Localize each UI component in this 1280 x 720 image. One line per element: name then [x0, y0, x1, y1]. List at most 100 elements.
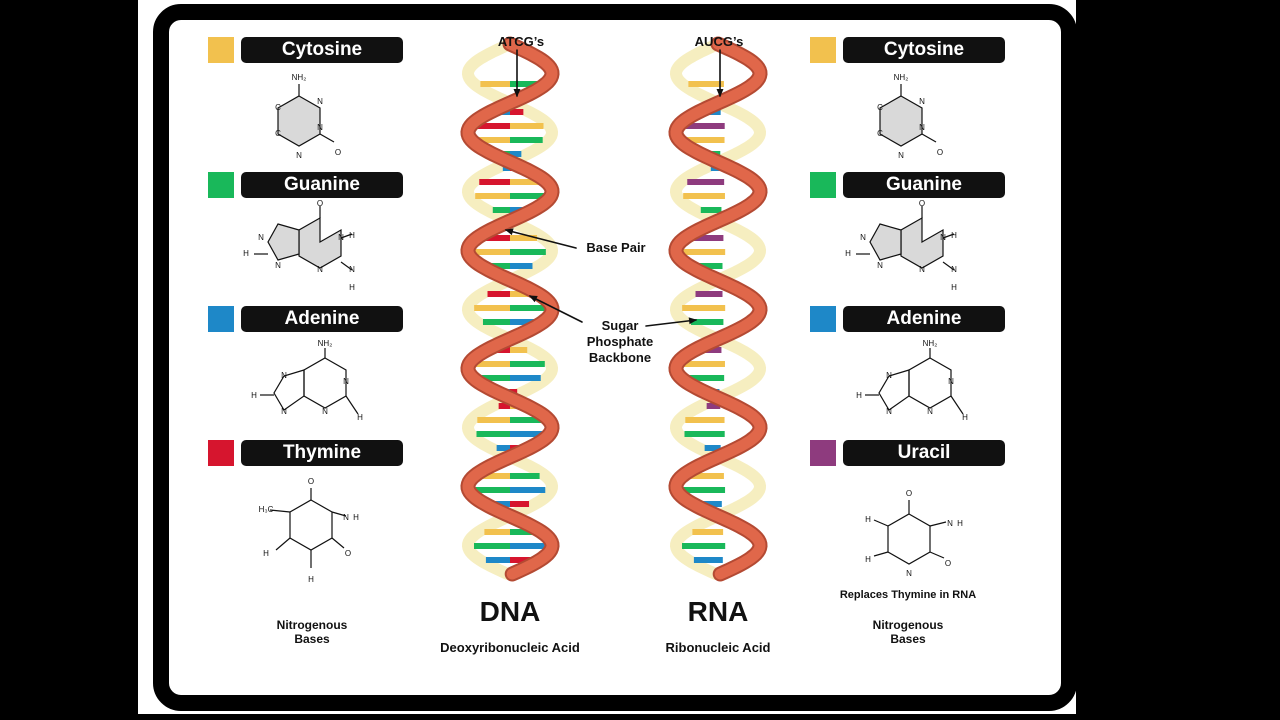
rna-front-strand	[670, 38, 766, 580]
uracil-structure	[873, 500, 947, 565]
dna-base-left	[474, 249, 510, 255]
backbone-label-line1: Sugar	[601, 318, 639, 333]
rna-base-stub	[718, 305, 726, 311]
atom-label: N	[338, 233, 344, 242]
rna-base-left	[684, 431, 718, 437]
uracil-note: Replaces Thymine in RNA	[839, 589, 977, 601]
dna-base-left	[484, 529, 510, 535]
adenine-structure-rna	[865, 348, 964, 415]
atom-label: H	[865, 515, 871, 524]
left-caption-line1: Nitrogenous	[276, 618, 348, 632]
atom-label: N	[296, 151, 302, 160]
rna-base-stub	[718, 123, 725, 129]
rna-base-stub	[718, 207, 722, 213]
guanine-swatch	[208, 172, 234, 198]
left-caption-line2: Bases	[294, 632, 330, 646]
dna-base-left	[480, 81, 510, 87]
dna-base-right	[510, 193, 545, 199]
cytosine-structure	[277, 84, 335, 147]
rna-base-stub	[718, 501, 722, 507]
dna-base-left	[479, 179, 510, 185]
dna-base-right	[510, 291, 533, 297]
atom-label: N	[258, 233, 264, 242]
dna-base-right	[510, 319, 538, 325]
atom-label: N	[322, 407, 328, 416]
rna-base-left	[690, 235, 718, 241]
atom-label: O	[945, 559, 951, 568]
atom-label: N	[281, 407, 287, 416]
atom-label: N	[317, 97, 323, 106]
rna-base-left	[683, 361, 718, 367]
atom-label: H	[951, 231, 957, 240]
atom-label: N	[281, 371, 287, 380]
dna-base-right	[510, 137, 543, 143]
dna-base-left	[482, 235, 510, 241]
dna-base-left	[477, 417, 510, 423]
atom-label: N	[919, 123, 925, 132]
atom-label: H	[962, 413, 968, 422]
rna-base-left	[687, 179, 718, 185]
dna-base-right	[510, 417, 543, 423]
dna-base-left	[477, 137, 510, 143]
rna-base-left	[693, 557, 718, 563]
atom-label: H	[865, 555, 871, 564]
rna-base-stub	[718, 543, 726, 549]
rna-base-left	[692, 529, 718, 535]
atom-label: NH₂	[894, 73, 909, 82]
cytosine-label-rna: Cytosine	[843, 37, 1005, 63]
rna-base-stub	[718, 151, 721, 157]
dna-base-right	[510, 249, 546, 255]
rna-base-left	[690, 319, 718, 325]
atom-label: N	[349, 265, 355, 274]
cytosine-label: Cytosine	[241, 37, 403, 63]
atom-label: N	[927, 407, 933, 416]
atom-label: H	[251, 391, 257, 400]
rna-base-stub	[718, 137, 725, 143]
atom-label: H	[263, 549, 269, 558]
atom-label: N	[343, 377, 349, 386]
adenine-structure	[260, 348, 359, 415]
rna-base-stub	[718, 431, 725, 437]
rna-base-left	[682, 487, 718, 493]
thymine-swatch	[208, 440, 234, 466]
rna-subtitle: Ribonucleic Acid	[665, 640, 771, 655]
rna-back-strand	[669, 38, 767, 580]
dna-base-right	[510, 151, 522, 157]
dna-top-label: ATCG’s	[497, 34, 545, 49]
base-pair-arrow-head	[504, 228, 514, 236]
atom-label: N	[898, 151, 904, 160]
dna-base-left	[492, 207, 510, 213]
dna-base-right	[510, 543, 546, 549]
dna-base-left	[476, 123, 510, 129]
atom-label: C	[877, 129, 883, 138]
rna-base-stub	[718, 417, 725, 423]
atom-label: NH₂	[923, 339, 938, 348]
dna-subtitle: Deoxyribonucleic Acid	[440, 640, 580, 655]
rna-base-stub	[718, 249, 726, 255]
guanine-swatch-rna	[810, 172, 836, 198]
diagram-canvas: Cytosine Guanine Adenine Thymine Cytosin…	[138, 0, 1077, 714]
rna-base-left	[688, 81, 718, 87]
rna-base-stub	[718, 347, 722, 353]
guanine-structure	[254, 206, 353, 271]
rna-base-stub	[718, 109, 721, 115]
atom-label: N	[886, 407, 892, 416]
thymine-label: Thymine	[241, 440, 403, 466]
atom-label: O	[919, 199, 925, 208]
uracil-swatch	[810, 440, 836, 466]
atom-label: H	[845, 249, 851, 258]
rna-base-left	[684, 123, 718, 129]
thymine-structure	[269, 488, 347, 568]
dna-base-right	[510, 473, 540, 479]
dna-base-left	[487, 291, 510, 297]
backbone-label-line2: Phosphate	[586, 334, 654, 349]
dna-base-right	[510, 487, 546, 493]
cytosine-swatch	[208, 37, 234, 63]
rna-base-stub	[718, 263, 723, 269]
helix-drawing	[460, 36, 768, 582]
guanine-label: Guanine	[241, 172, 403, 198]
rna-top-label: AUCG’s	[694, 34, 744, 49]
atom-label: O	[308, 477, 314, 486]
cytosine-swatch-rna	[810, 37, 836, 63]
dna-base-right	[510, 179, 541, 185]
